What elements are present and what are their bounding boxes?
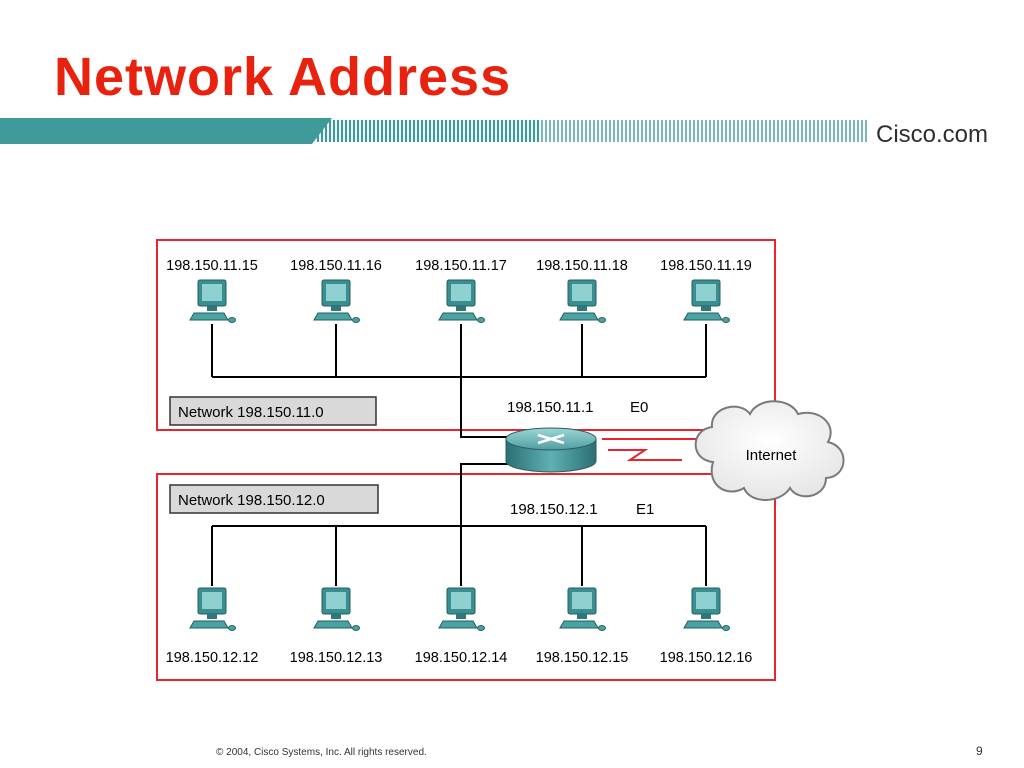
header-banner xyxy=(0,118,867,144)
bottom-host-ip: 198.150.12.15 xyxy=(536,650,629,666)
top-network-label: Network 198.150.11.0 xyxy=(178,404,324,421)
top-computer-icon xyxy=(559,279,606,323)
top-computer-icon xyxy=(189,279,236,323)
bottom-host-ip: 198.150.12.13 xyxy=(290,650,383,666)
cisco-logo: Cisco.com xyxy=(876,121,989,148)
top-host-ip: 198.150.11.18 xyxy=(536,258,628,274)
bottom-host-ip: 198.150.12.12 xyxy=(166,650,259,666)
top-network-wiring xyxy=(211,324,707,438)
serial-link xyxy=(602,438,710,461)
top-computer-icon xyxy=(438,279,485,323)
router-e1-address: 198.150.12.1 xyxy=(510,501,598,518)
top-host-ip: 198.150.11.16 xyxy=(290,258,382,274)
bottom-host-ip: 198.150.12.16 xyxy=(660,650,753,666)
bottom-network-label: Network 198.150.12.0 xyxy=(178,492,325,509)
internet-cloud-label: Internet xyxy=(746,447,798,464)
banner-stripes xyxy=(316,120,867,142)
top-network-boundary xyxy=(156,239,776,431)
network-diagram: Internet 198.150.11.1 E0 198.150.12.1 E1… xyxy=(156,239,845,681)
bottom-computer-icon xyxy=(559,587,606,631)
router-e0-label: E0 xyxy=(630,399,648,416)
bottom-network-label-box: Network 198.150.12.0 xyxy=(169,484,379,514)
router-e0-address: 198.150.11.1 xyxy=(507,399,593,416)
bottom-network-boundary xyxy=(156,473,776,681)
slide-title: Network Address xyxy=(54,47,512,107)
top-host-ip: 198.150.11.15 xyxy=(166,258,258,274)
bottom-computer-icon xyxy=(313,587,360,631)
top-network-label-box: Network 198.150.11.0 xyxy=(169,396,377,426)
top-computer-icon xyxy=(683,279,730,323)
router-e1-label: E1 xyxy=(636,501,654,518)
internet-cloud xyxy=(694,400,845,501)
bottom-network-wiring xyxy=(211,463,707,586)
bottom-computer-icon xyxy=(683,587,730,631)
page-number: 9 xyxy=(976,744,983,758)
bottom-computer-icon xyxy=(189,587,236,631)
top-host-ip: 198.150.11.19 xyxy=(660,258,752,274)
top-computer-icon xyxy=(313,279,360,323)
router-icon xyxy=(505,427,597,473)
top-host-ip: 198.150.11.17 xyxy=(415,258,507,274)
bottom-host-ip: 198.150.12.14 xyxy=(415,650,508,666)
bottom-computer-icon xyxy=(438,587,485,631)
copyright-footer: © 2004, Cisco Systems, Inc. All rights r… xyxy=(216,747,427,758)
